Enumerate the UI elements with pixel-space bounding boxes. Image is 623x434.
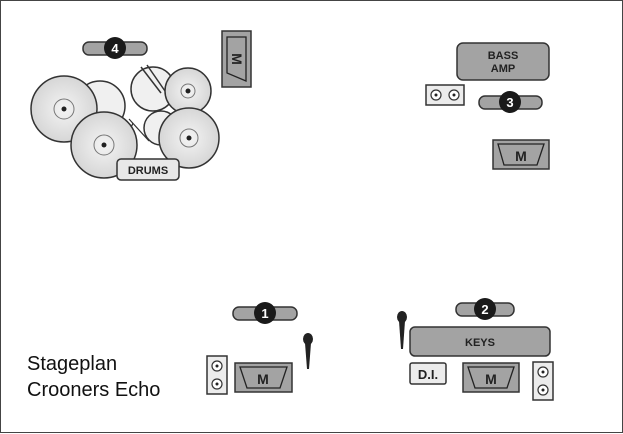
cymbal-top-right bbox=[164, 67, 212, 115]
position-3-number: 3 bbox=[506, 95, 513, 110]
svg-text:AMP: AMP bbox=[491, 63, 515, 75]
drum-kit: DRUMS bbox=[30, 64, 220, 181]
microphone-1 bbox=[303, 333, 313, 369]
position-3: 3 bbox=[478, 91, 543, 113]
monitor-wedge-drums: M bbox=[221, 30, 252, 88]
title-line-1: Stageplan bbox=[27, 353, 118, 375]
position-2: 2 bbox=[455, 298, 515, 320]
svg-text:D.I.: D.I. bbox=[418, 367, 438, 382]
title-line-2: Crooners Echo bbox=[27, 379, 161, 401]
microphone-2 bbox=[397, 311, 407, 349]
bass-amp: BASS AMP bbox=[456, 42, 550, 81]
svg-text:BASS: BASS bbox=[488, 50, 519, 62]
drums-label: DRUMS bbox=[116, 158, 180, 181]
power-outlet-2 bbox=[532, 361, 554, 401]
cymbal-right bbox=[158, 107, 220, 169]
position-2-number: 2 bbox=[481, 302, 488, 317]
position-4: 4 bbox=[82, 37, 148, 59]
di-box: D.I. bbox=[409, 362, 447, 385]
power-outlet-1 bbox=[206, 355, 228, 395]
svg-text:M: M bbox=[485, 371, 497, 387]
monitor-wedge-bass: M bbox=[492, 139, 550, 170]
svg-text:M: M bbox=[257, 371, 269, 387]
svg-text:DRUMS: DRUMS bbox=[128, 165, 168, 177]
position-4-number: 4 bbox=[111, 41, 119, 56]
keyboard: KEYS bbox=[409, 326, 551, 357]
svg-text:M: M bbox=[229, 53, 245, 65]
power-outlet-bass bbox=[425, 84, 465, 106]
position-1: 1 bbox=[232, 302, 298, 324]
position-1-number: 1 bbox=[261, 306, 268, 321]
monitor-wedge-1: M bbox=[234, 362, 293, 393]
stageplan-title: Stageplan Crooners Echo bbox=[27, 351, 160, 403]
monitor-wedge-2: M bbox=[462, 362, 520, 393]
svg-text:M: M bbox=[515, 148, 527, 164]
svg-text:KEYS: KEYS bbox=[465, 337, 495, 349]
